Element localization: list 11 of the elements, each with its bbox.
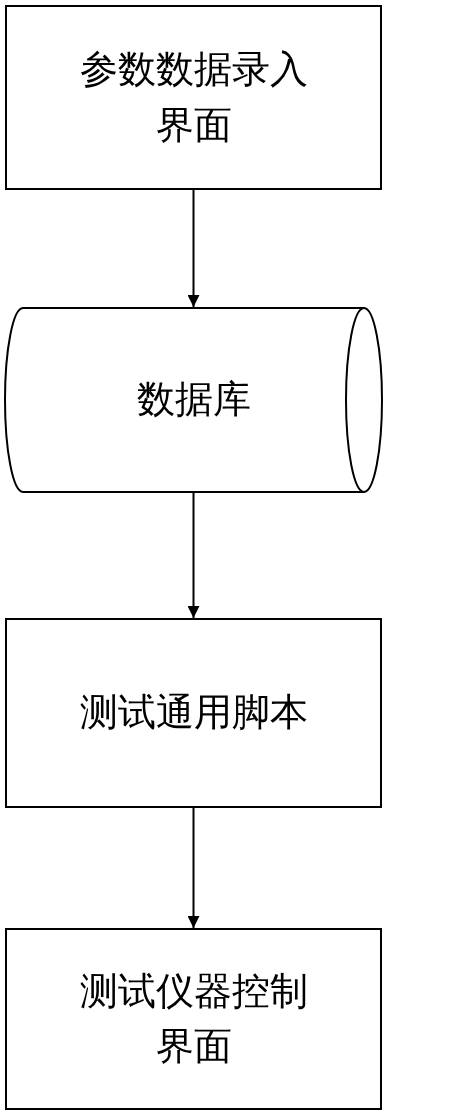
node-label: 参数数据录入界面	[78, 46, 309, 149]
node-label: 测试仪器控制界面	[78, 967, 309, 1070]
process-box	[5, 618, 382, 808]
arrow	[187, 807, 200, 929]
arrow	[187, 492, 200, 619]
process-box	[5, 928, 382, 1110]
node-label: 数据库	[136, 376, 251, 424]
process-box	[5, 5, 382, 190]
arrow	[187, 189, 200, 308]
database-cylinder	[5, 307, 382, 493]
node-label: 测试通用脚本	[79, 689, 308, 737]
